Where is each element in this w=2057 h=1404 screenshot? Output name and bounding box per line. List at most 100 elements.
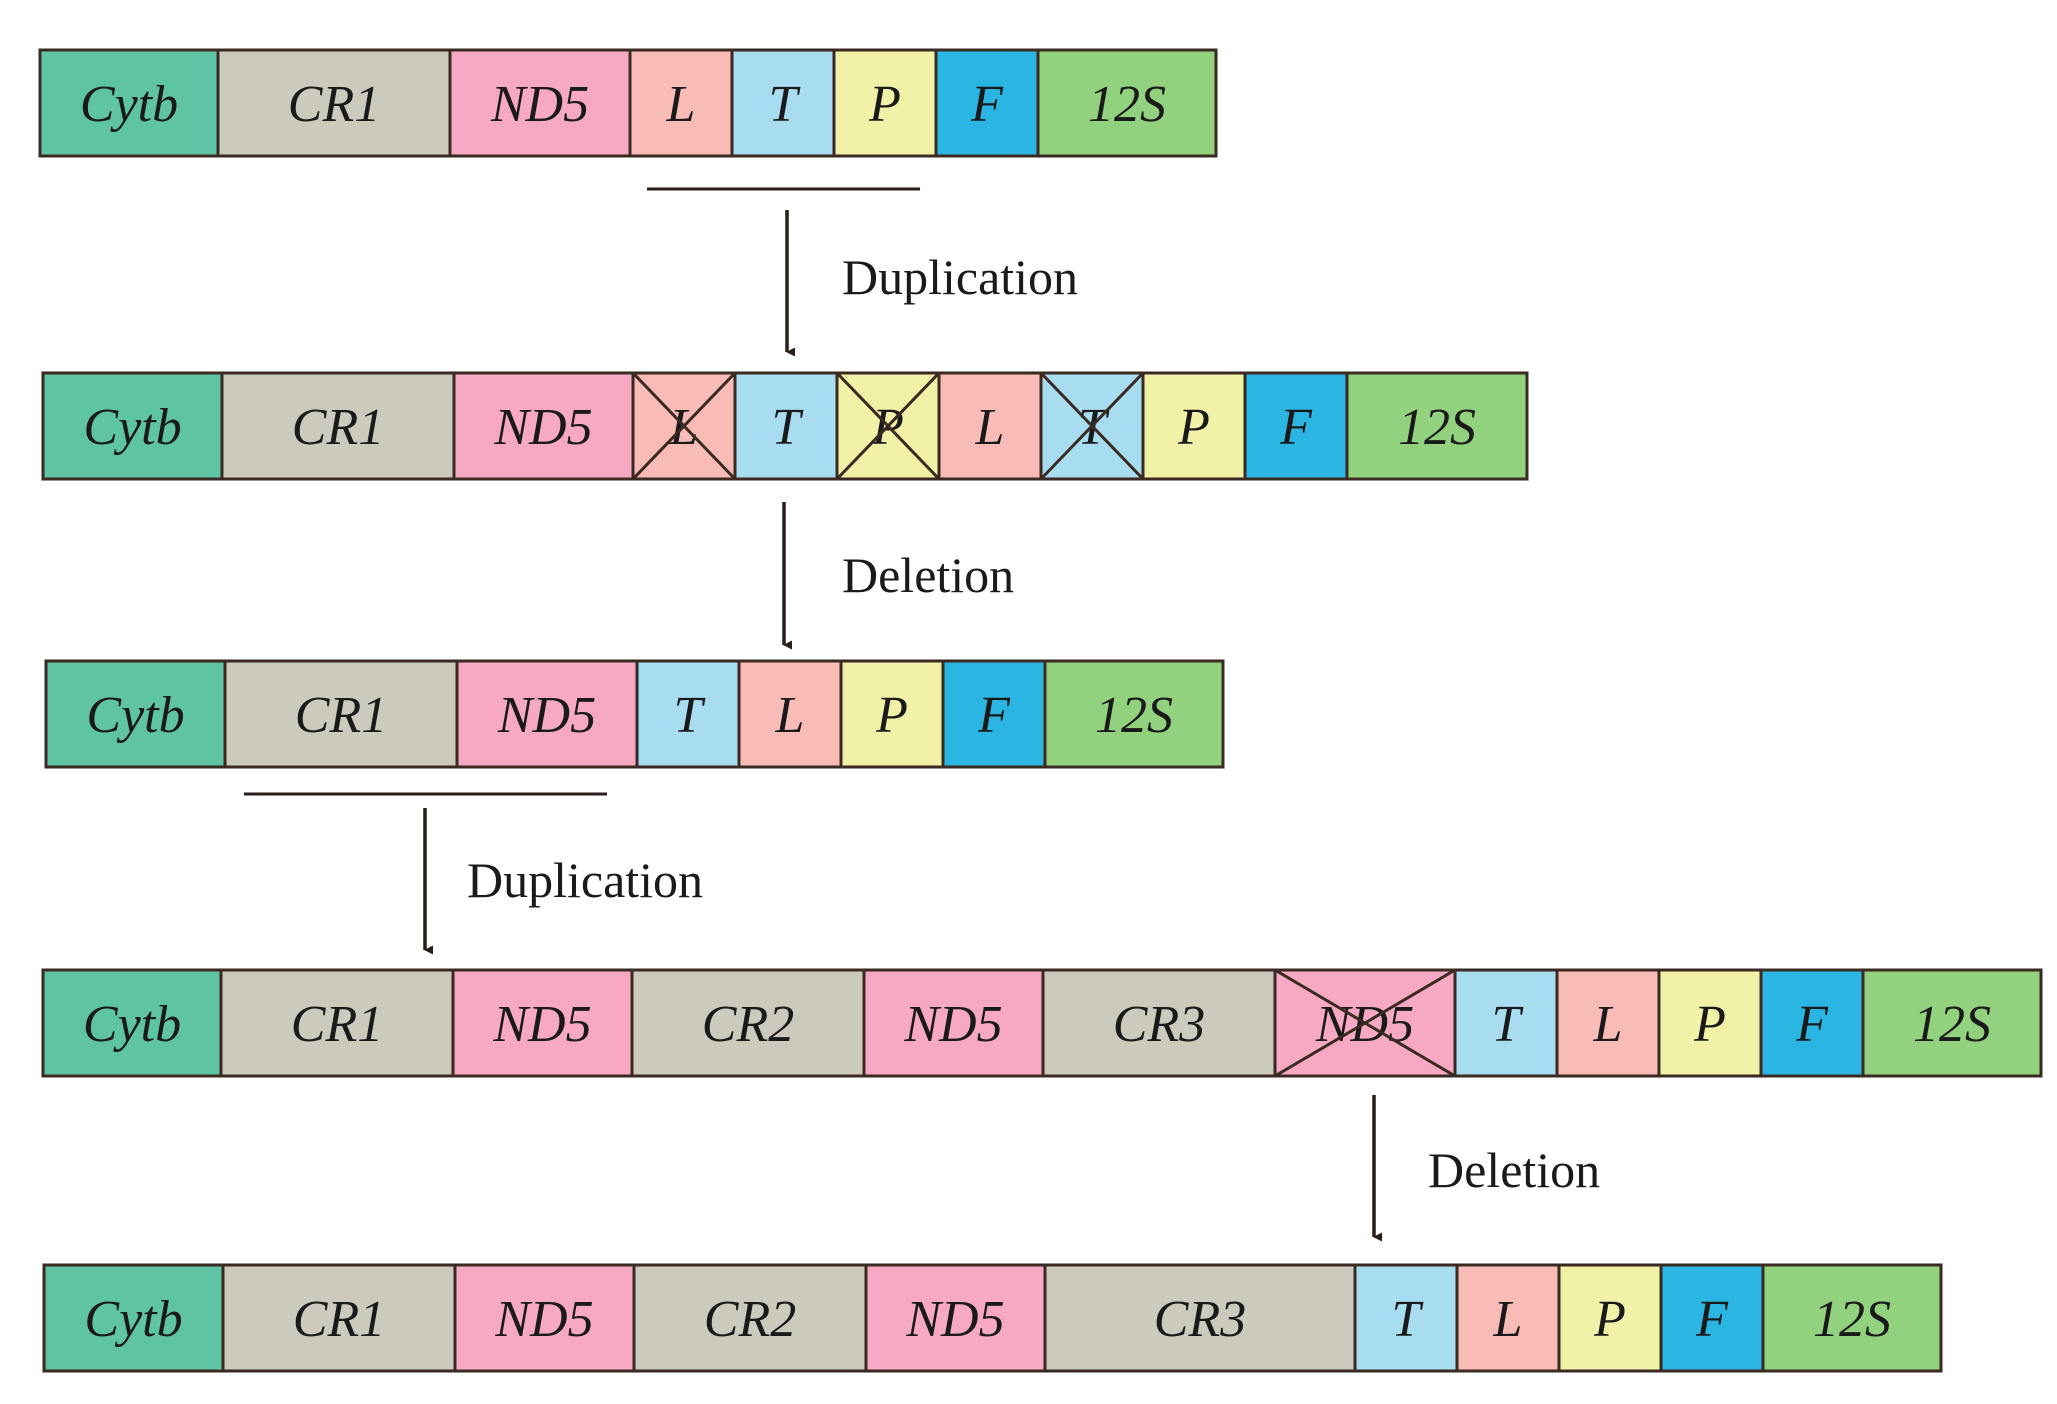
gene-label: 12S	[1398, 399, 1476, 456]
gene-label: ND5	[492, 996, 591, 1053]
gene-segment-f: F	[941, 659, 1047, 769]
gene-label: F	[1695, 1291, 1729, 1348]
step-label: Deletion	[1428, 1142, 1600, 1198]
gene-box	[862, 968, 1045, 1078]
gene-label: P	[875, 687, 908, 744]
step-deletion-1: Deletion	[782, 502, 1014, 650]
gene-box	[41, 371, 224, 481]
gene-label: 12S	[1913, 996, 1991, 1053]
deletion-cross-line	[631, 371, 737, 481]
gene-segment-f: F	[1659, 1263, 1765, 1373]
gene-label: T	[772, 399, 804, 456]
gene-segment-p: P	[832, 48, 938, 158]
gene-segment-nd5: ND5	[862, 968, 1045, 1078]
gene-segment-nd5: ND5	[1273, 968, 1457, 1078]
gene-box	[1759, 968, 1865, 1078]
gene-box	[455, 659, 639, 769]
gene-rows: CytbCR1ND5LTPF12SCytbCR1ND5LTPLTPF12SCyt…	[38, 48, 2043, 1373]
gene-box	[737, 659, 843, 769]
gene-label: CR2	[704, 1291, 796, 1348]
gene-box	[630, 968, 866, 1078]
step-label: Duplication	[842, 249, 1078, 305]
gene-segment-cytb: Cytb	[38, 48, 220, 158]
gene-segment-12s: 12S	[1861, 968, 2043, 1078]
gene-label: ND5	[497, 687, 596, 744]
gene-segment-cytb: Cytb	[42, 1263, 225, 1373]
deletion-cross-line	[835, 371, 941, 481]
gene-box	[941, 659, 1047, 769]
gene-label: P	[1693, 996, 1726, 1053]
gene-label: F	[977, 687, 1011, 744]
gene-box	[1043, 1263, 1357, 1373]
gene-label: ND5	[905, 1291, 1004, 1348]
gene-segment-nd5: ND5	[455, 659, 639, 769]
gene-segment-cr1: CR1	[223, 659, 459, 769]
gene-label: 12S	[1095, 687, 1173, 744]
gene-label: L	[1493, 1291, 1523, 1348]
step-label: Duplication	[467, 852, 703, 908]
gene-segment-t: T	[635, 659, 741, 769]
gene-segment-f: F	[934, 48, 1040, 158]
step-label: Deletion	[842, 547, 1014, 603]
gene-segment-cr3: CR3	[1043, 1263, 1357, 1373]
deletion-cross-line	[1039, 371, 1145, 481]
gene-segment-12s: 12S	[1761, 1263, 1943, 1373]
gene-segment-cytb: Cytb	[41, 968, 223, 1078]
gene-segment-p: P	[1141, 371, 1247, 481]
gene-segment-nd5: ND5	[451, 968, 634, 1078]
gene-box	[1043, 659, 1225, 769]
step-duplication-1: Duplication	[785, 210, 1078, 357]
gene-segment-f: F	[1759, 968, 1865, 1078]
gene-label: Cytb	[83, 399, 181, 456]
gene-box	[937, 371, 1043, 481]
gene-segment-l: L	[1555, 968, 1661, 1078]
gene-segment-cytb: Cytb	[44, 659, 227, 769]
gene-box	[832, 48, 938, 158]
gene-segment-l: L	[1455, 1263, 1561, 1373]
gene-segment-p: P	[835, 371, 941, 481]
gene-segment-t: T	[1353, 1263, 1459, 1373]
gene-label: ND5	[493, 399, 592, 456]
gene-box	[451, 968, 634, 1078]
gene-label: F	[1795, 996, 1829, 1053]
gene-label: F	[970, 76, 1004, 133]
gene-segment-l: L	[628, 48, 734, 158]
gene-segment-cr1: CR1	[221, 1263, 457, 1373]
gene-segment-t: T	[1453, 968, 1559, 1078]
gene-segment-nd5: ND5	[448, 48, 632, 158]
gene-segment-nd5: ND5	[453, 1263, 636, 1373]
gene-label: CR1	[288, 76, 380, 133]
gene-segment-l: L	[937, 371, 1043, 481]
gene-box	[216, 48, 452, 158]
gene-box	[864, 1263, 1047, 1373]
gene-row: CytbCR1ND5LTPLTPF12S	[41, 371, 1529, 481]
gene-segment-p: P	[1657, 968, 1763, 1078]
gene-label: CR1	[291, 996, 383, 1053]
gene-label: P	[1593, 1291, 1626, 1348]
gene-box	[1243, 371, 1349, 481]
gene-label: CR1	[295, 687, 387, 744]
step-deletion-2: Deletion	[1372, 1095, 1600, 1242]
gene-box	[1761, 1263, 1943, 1373]
gene-label: P	[868, 76, 901, 133]
gene-segment-l: L	[631, 371, 737, 481]
gene-segment-nd5: ND5	[864, 1263, 1047, 1373]
gene-segment-p: P	[839, 659, 945, 769]
gene-segment-p: P	[1557, 1263, 1663, 1373]
gene-box	[38, 48, 220, 158]
gene-label: ND5	[490, 76, 589, 133]
gene-segment-12s: 12S	[1036, 48, 1218, 158]
gene-segment-12s: 12S	[1345, 371, 1529, 481]
gene-segment-cr3: CR3	[1041, 968, 1277, 1078]
gene-segment-nd5: ND5	[452, 371, 635, 481]
step-duplication-2: Duplication	[423, 808, 703, 955]
gene-box	[41, 968, 223, 1078]
gene-label: Cytb	[84, 1291, 182, 1348]
gene-label: Cytb	[83, 996, 181, 1053]
annotations: Duplication Deletion Duplication Deletio…	[244, 187, 1600, 1242]
gene-box	[1353, 1263, 1459, 1373]
gene-segment-cytb: Cytb	[41, 371, 224, 481]
